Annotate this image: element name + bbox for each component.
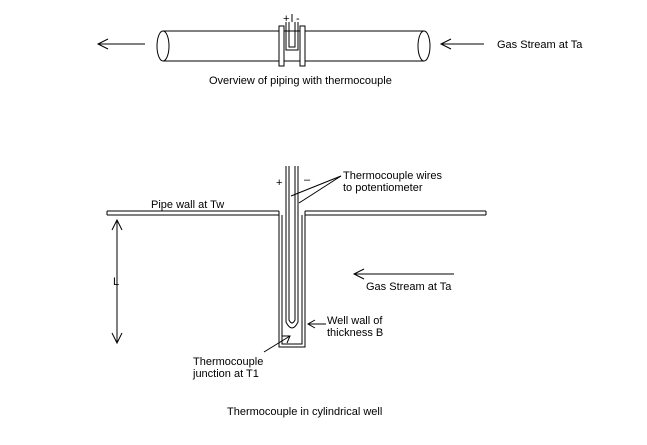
flow-arrow-left-top — [96, 38, 145, 50]
pipe-cylinder — [156, 30, 431, 62]
junction-leader — [263, 335, 291, 353]
junction-label-line1: Thermocouple — [193, 356, 263, 368]
well-wall-label-line1: Well wall of — [327, 315, 383, 327]
wires-label-line1: Thermocouple wires — [343, 170, 443, 182]
overview-piping: + - Gas Stream at Ta Overview of piping … — [96, 13, 583, 87]
length-label: L — [113, 276, 119, 288]
bottom-caption: Thermocouple in cylindrical well — [227, 406, 382, 418]
thermocouple-probe: + – — [276, 166, 311, 329]
top-gas-stream-label: Gas Stream at Ta — [497, 39, 583, 51]
top-minus-sign: - — [296, 13, 300, 25]
top-plus-sign: + — [283, 13, 289, 25]
thermocouple-fitting: + - — [278, 13, 306, 67]
pipe-wall — [106, 210, 487, 216]
bottom-plus-sign: + — [276, 177, 282, 189]
length-dimension — [111, 218, 123, 345]
thermocouple-well — [278, 211, 306, 348]
wires-label-line2: to potentiometer — [343, 182, 423, 194]
well-wall-leader — [306, 319, 326, 329]
pipe-wall-label: Pipe wall at Tw — [151, 199, 224, 211]
junction-label-line2: junction at T1 — [192, 368, 259, 380]
well-detail: Pipe wall at Tw + – Thermocouple wires t… — [106, 166, 487, 418]
top-caption: Overview of piping with thermocouple — [209, 75, 392, 87]
bottom-minus-sign: – — [304, 174, 311, 186]
well-wall-label-line2: thickness B — [327, 327, 383, 339]
bottom-gas-stream-label: Gas Stream at Ta — [366, 281, 452, 293]
wires-leader — [290, 175, 342, 204]
flow-arrow-right-top — [439, 38, 484, 50]
flow-arrow-bottom — [352, 268, 454, 280]
